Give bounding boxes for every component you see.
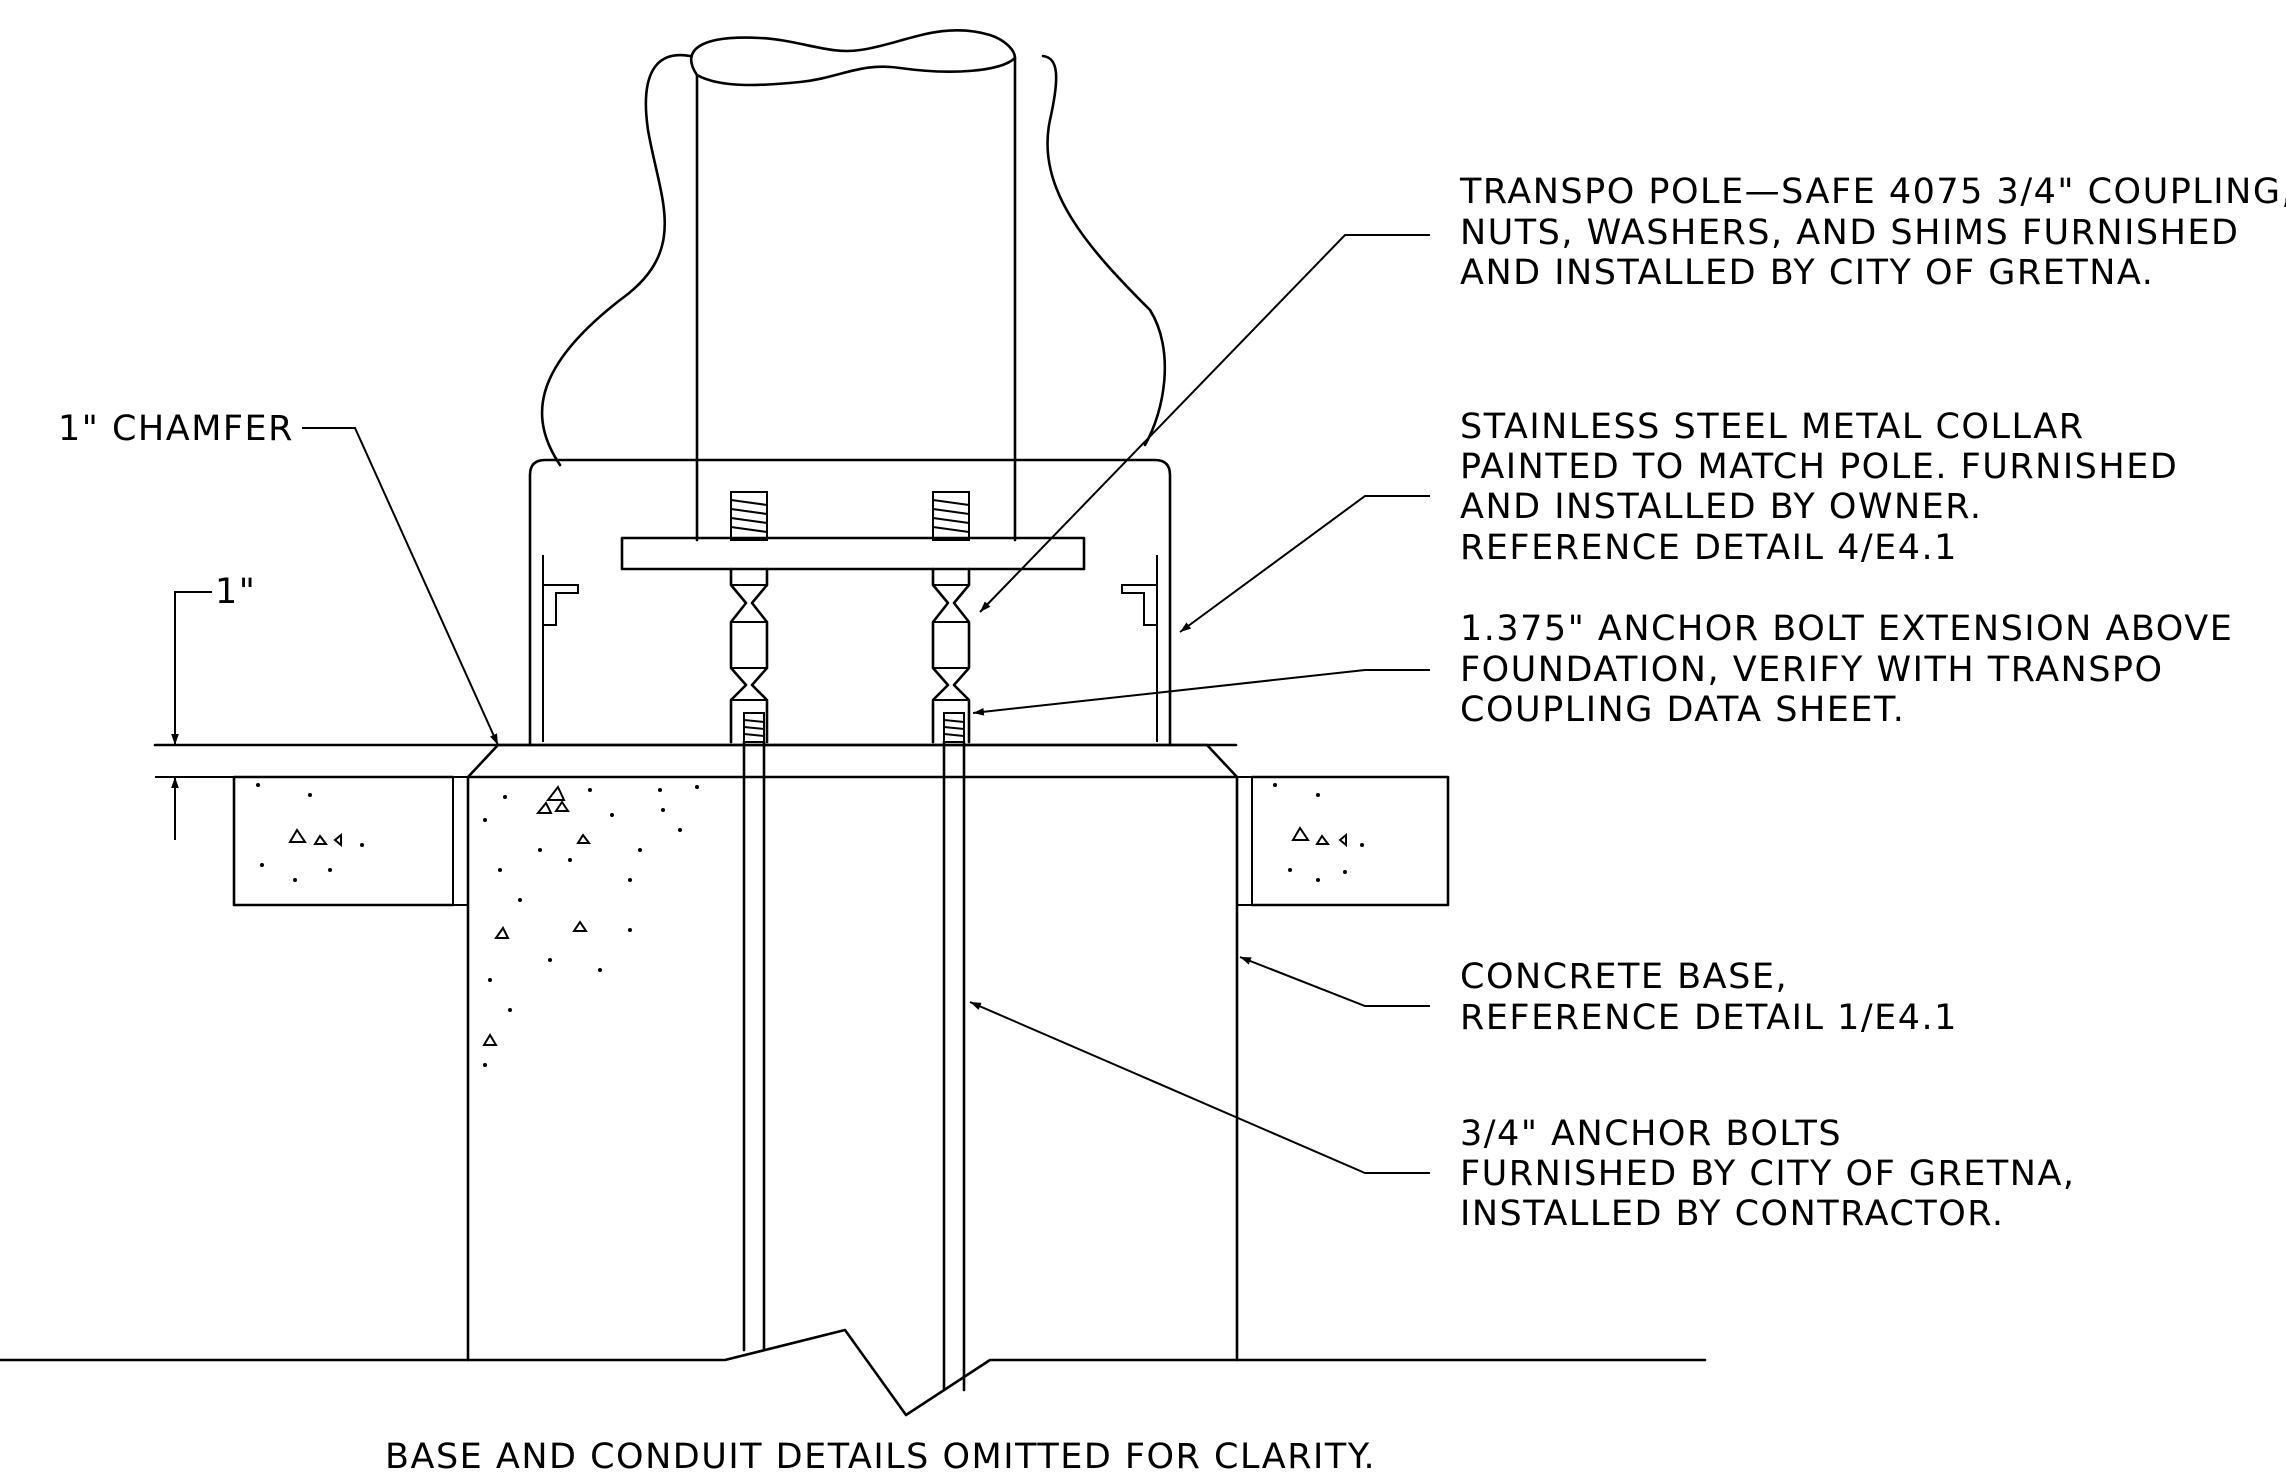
collar-inner-walls [542, 555, 1158, 742]
concrete-stipple [256, 783, 1364, 1067]
dimension-1-inch [155, 591, 234, 840]
left-coupling [729, 491, 769, 744]
leader-coupling [979, 234, 1430, 613]
svg-text:FOUNDATION, VERIFY WITH TRANSP: FOUNDATION, VERIFY WITH TRANSPO [1460, 650, 2164, 690]
collar-clip-left [543, 584, 579, 626]
right-coupling [931, 491, 971, 744]
expansion-joint-right [1236, 776, 1253, 906]
leader-concrete-base [1239, 956, 1430, 1007]
sidewalk-slab-right [1250, 775, 1450, 907]
collar [528, 458, 1172, 747]
svg-text:COUPLING DATA SHEET.: COUPLING DATA SHEET. [1460, 690, 1905, 730]
base-plate [620, 536, 1086, 571]
svg-text:PAINTED TO MATCH POLE. FURNIS: PAINTED TO MATCH POLE. FURNISHED [1460, 447, 2178, 487]
foundation-chamfer [466, 743, 1239, 779]
leader-anchor-bolts [969, 1001, 1430, 1174]
svg-text:REFERENCE DETAIL 1/E4.1: REFERENCE DETAIL 1/E4.1 [1460, 998, 1958, 1038]
leader-extension [972, 669, 1430, 716]
expansion-joint-left [452, 776, 469, 906]
collar-clip-right [1121, 584, 1157, 626]
concrete-base [466, 775, 1239, 1362]
svg-text:3/4" ANCHOR BOLTS: 3/4" ANCHOR BOLTS [1460, 1114, 1842, 1154]
svg-text:1.375" ANCHOR BOLT EXTENSION A: 1.375" ANCHOR BOLT EXTENSION ABOVE [1460, 609, 2233, 649]
svg-text:NUTS, WASHERS, AND SHIMS FURNI: NUTS, WASHERS, AND SHIMS FURNISHED [1460, 213, 2240, 253]
svg-text:REFERENCE DETAIL 4/E4.1: REFERENCE DETAIL 4/E4.1 [1460, 528, 1958, 568]
svg-text:AND INSTALLED BY CITY OF GRETN: AND INSTALLED BY CITY OF GRETNA. [1460, 253, 2154, 293]
svg-text:STAINLESS STEEL METAL COLLAR: STAINLESS STEEL METAL COLLAR [1460, 407, 2085, 447]
anchor-bolts [742, 740, 966, 1392]
note-concrete-base: CONCRETE BASE, REFERENCE DETAIL 1/E4.1 [1460, 957, 1958, 1038]
svg-text:AND INSTALLED BY OWNER.: AND INSTALLED BY OWNER. [1460, 487, 1982, 527]
pole-top-cut [690, 29, 1017, 87]
sidewalk-slab-left [232, 775, 455, 907]
break-line [0, 1328, 1707, 1417]
label-dimension: 1" [215, 572, 256, 612]
footnote: BASE AND CONDUIT DETAILS OMITTED FOR CLA… [385, 1437, 1376, 1477]
note-collar: STAINLESS STEEL METAL COLLAR PAINTED TO … [1460, 407, 2178, 568]
pole-silhouette [540, 53, 1167, 467]
leader-chamfer [302, 427, 499, 746]
svg-text:CONCRETE BASE,: CONCRETE BASE, [1460, 957, 1788, 997]
note-anchor-bolts: 3/4" ANCHOR BOLTS FURNISHED BY CITY OF G… [1460, 1114, 2076, 1234]
pole-tube [695, 56, 1017, 542]
leader-collar [1179, 495, 1430, 633]
note-extension: 1.375" ANCHOR BOLT EXTENSION ABOVE FOUND… [1460, 609, 2233, 730]
label-chamfer: 1" CHAMFER [58, 409, 294, 449]
svg-text:INSTALLED BY CONTRACTOR.: INSTALLED BY CONTRACTOR. [1460, 1194, 2004, 1234]
svg-text:FURNISHED BY CITY OF GRETNA,: FURNISHED BY CITY OF GRETNA, [1460, 1154, 2076, 1194]
note-coupling: TRANSPO POLE—SAFE 4075 3/4" COUPLING, NU… [1459, 172, 2286, 293]
svg-text:TRANSPO POLE—SAFE 4075 3/4" CO: TRANSPO POLE—SAFE 4075 3/4" COUPLING, [1459, 172, 2286, 212]
